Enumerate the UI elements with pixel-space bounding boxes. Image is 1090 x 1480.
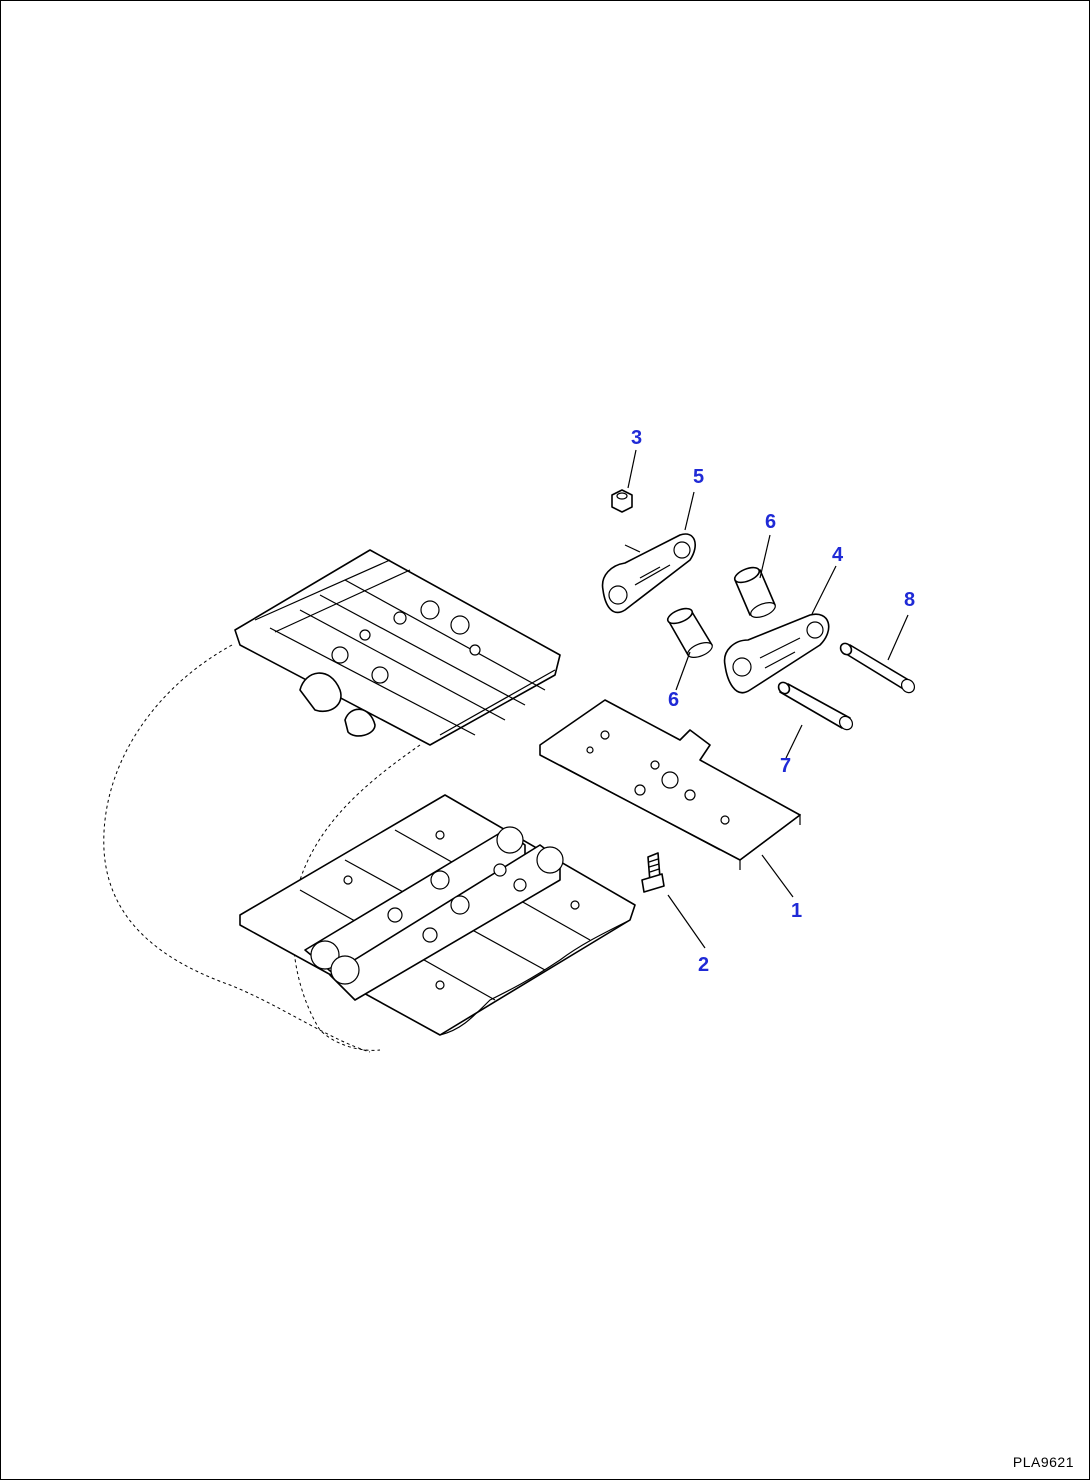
shoe-bolt-part-2 [641, 852, 665, 893]
figure-code: PLA9621 [1012, 1454, 1074, 1470]
callout-5: 5 [693, 466, 704, 488]
callout-7: 7 [780, 755, 791, 777]
leader-lines [624, 449, 909, 949]
master-link-left-part-5 [601, 533, 696, 614]
callout-8: 8 [904, 589, 915, 611]
pin-part-7 [777, 681, 854, 731]
callout-1: 1 [791, 900, 802, 922]
callout-3: 3 [631, 427, 642, 449]
master-link-right-part-4 [723, 613, 830, 694]
callout-6-upper: 6 [765, 511, 776, 533]
bushing-part-6-upper [733, 566, 776, 618]
lower-track-section [239, 794, 636, 1036]
track-loop-outline [103, 644, 421, 1053]
master-pin-part-8 [839, 642, 916, 694]
upper-track-section [234, 549, 561, 746]
nut-part-3 [611, 489, 633, 513]
bushing-part-6-lower [666, 607, 713, 658]
track-shoe-part-1 [539, 699, 801, 870]
callout-6-lower: 6 [668, 689, 679, 711]
callout-4: 4 [832, 544, 844, 566]
callout-labels: 3 5 6 4 8 6 7 1 2 [631, 427, 915, 976]
callout-2: 2 [698, 954, 709, 976]
